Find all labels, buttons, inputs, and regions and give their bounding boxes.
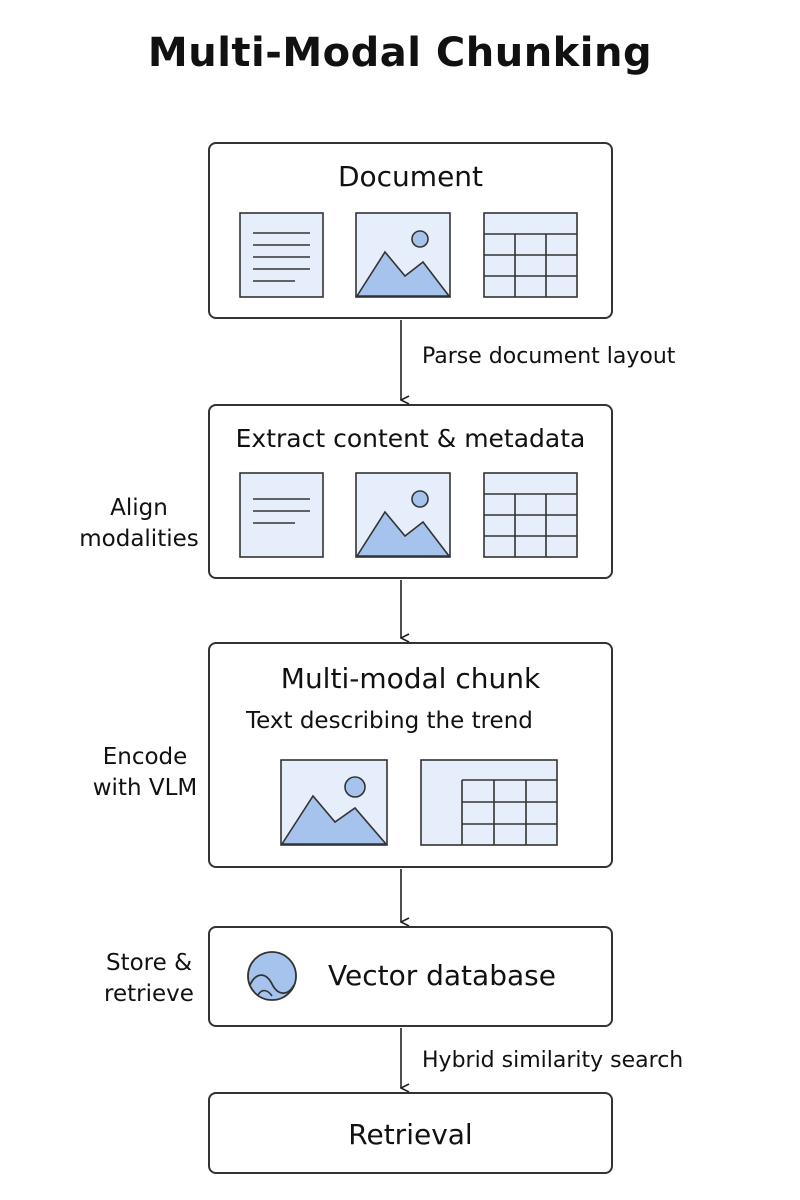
table-icon xyxy=(483,472,578,558)
image-icon xyxy=(355,212,451,298)
image-icon xyxy=(280,759,388,846)
vector-database-label: Vector database xyxy=(328,959,556,992)
chunk-node-label: Multi-modal chunk xyxy=(280,662,541,695)
diagram-title: Multi-Modal Chunking xyxy=(147,30,653,76)
text-document-icon xyxy=(239,212,324,298)
retrieval-node-label: Retrieval xyxy=(348,1118,473,1151)
encode-vlm-label: Encode with VLM xyxy=(70,742,230,804)
store-retrieve-label: Store & retrieve xyxy=(74,948,234,1010)
parse-layout-label: Parse document layout xyxy=(422,344,676,369)
encode-line-1: Encode xyxy=(102,744,188,770)
document-node-label: Document xyxy=(337,160,484,193)
hybrid-search-label: Hybrid similarity search xyxy=(422,1048,684,1073)
encode-line-2: with VLM xyxy=(92,775,198,801)
table-icon xyxy=(420,759,558,846)
align-line-1: Align xyxy=(110,495,168,521)
database-icon xyxy=(247,951,297,1001)
extract-node-label: Extract content & metadata xyxy=(235,424,586,453)
store-line-2: retrieve xyxy=(104,981,194,1007)
table-icon xyxy=(483,212,578,298)
retrieval-node: Retrieval xyxy=(208,1092,613,1174)
align-modalities-label: Align modalities xyxy=(64,493,224,555)
store-line-1: Store & xyxy=(105,950,193,976)
chunk-description-text: Text describing the trend xyxy=(246,708,533,734)
text-document-icon xyxy=(239,472,324,558)
image-icon xyxy=(355,472,451,558)
align-line-2: modalities xyxy=(79,526,199,552)
